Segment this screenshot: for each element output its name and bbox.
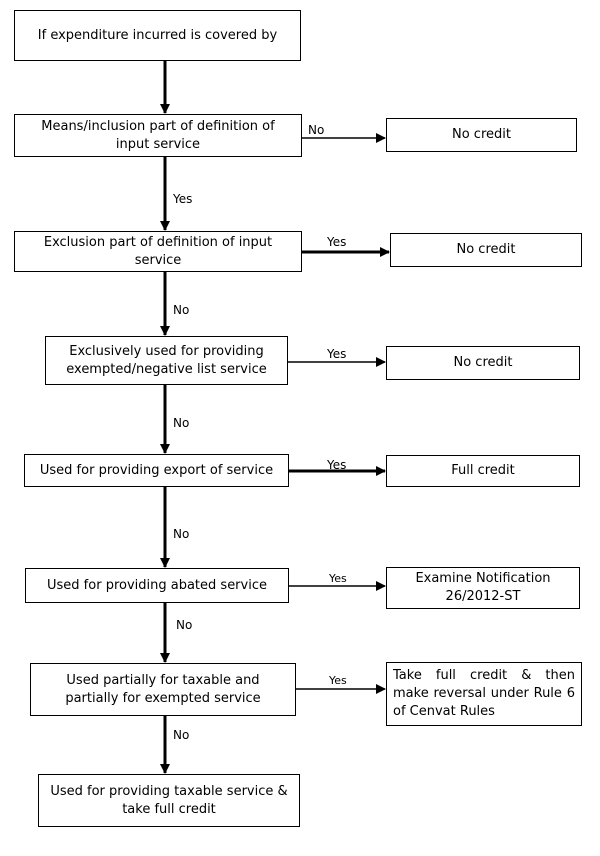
final-text: Used for providing taxable service & tak… [50, 783, 288, 817]
decision-partial: Used partially for taxable and partially… [30, 663, 296, 716]
down-label-5: No [176, 618, 192, 632]
start-text: If expenditure incurred is covered by [37, 27, 278, 43]
down-label-1: Yes [172, 192, 192, 206]
outcome-4: Full credit [386, 455, 580, 487]
outcome-6: Take full credit & then make reversal un… [386, 662, 582, 726]
outcome-4-text: Full credit [451, 463, 515, 478]
outcome-5-text: Examine Notification 26/2012-ST [415, 571, 551, 604]
side-label-6: Yes [328, 674, 347, 687]
decision-abated: Used for providing abated service [25, 568, 289, 603]
decision-abated-text: Used for providing abated service [47, 577, 267, 593]
outcome-6-text: Take full credit & then make reversal un… [393, 668, 575, 719]
outcome-3-text: No credit [453, 355, 513, 370]
outcome-2-text: No credit [456, 242, 516, 257]
side-label-4: Yes [326, 458, 346, 472]
decision-export: Used for providing export of service [24, 454, 289, 487]
side-label-5: Yes [328, 572, 347, 585]
decision-exempted: Exclusively used for providing exempted/… [45, 336, 288, 385]
side-label-3: Yes [326, 347, 346, 361]
decision-inclusion-text: Means/inclusion part of definition of in… [41, 118, 275, 152]
decision-exclusion: Exclusion part of definition of input se… [14, 231, 302, 272]
down-label-3: No [173, 416, 189, 430]
outcome-3: No credit [386, 346, 580, 380]
outcome-1: No credit [386, 118, 577, 152]
outcome-5: Examine Notification 26/2012-ST [386, 567, 580, 609]
down-label-6: No [173, 728, 189, 742]
decision-exempted-text: Exclusively used for providing exempted/… [66, 343, 267, 377]
decision-export-text: Used for providing export of service [39, 462, 274, 478]
decision-exclusion-text: Exclusion part of definition of input se… [43, 234, 273, 268]
outcome-1-text: No credit [452, 127, 511, 142]
outcome-2: No credit [390, 233, 582, 267]
side-label-1: No [308, 123, 324, 137]
decision-inclusion: Means/inclusion part of definition of in… [14, 114, 302, 157]
side-label-2: Yes [326, 235, 346, 249]
start-box: If expenditure incurred is covered by [14, 10, 301, 61]
down-label-2: No [173, 303, 189, 317]
down-label-4: No [173, 527, 189, 541]
decision-partial-text: Used partially for taxable and partially… [65, 672, 261, 706]
final-box: Used for providing taxable service & tak… [38, 774, 300, 827]
